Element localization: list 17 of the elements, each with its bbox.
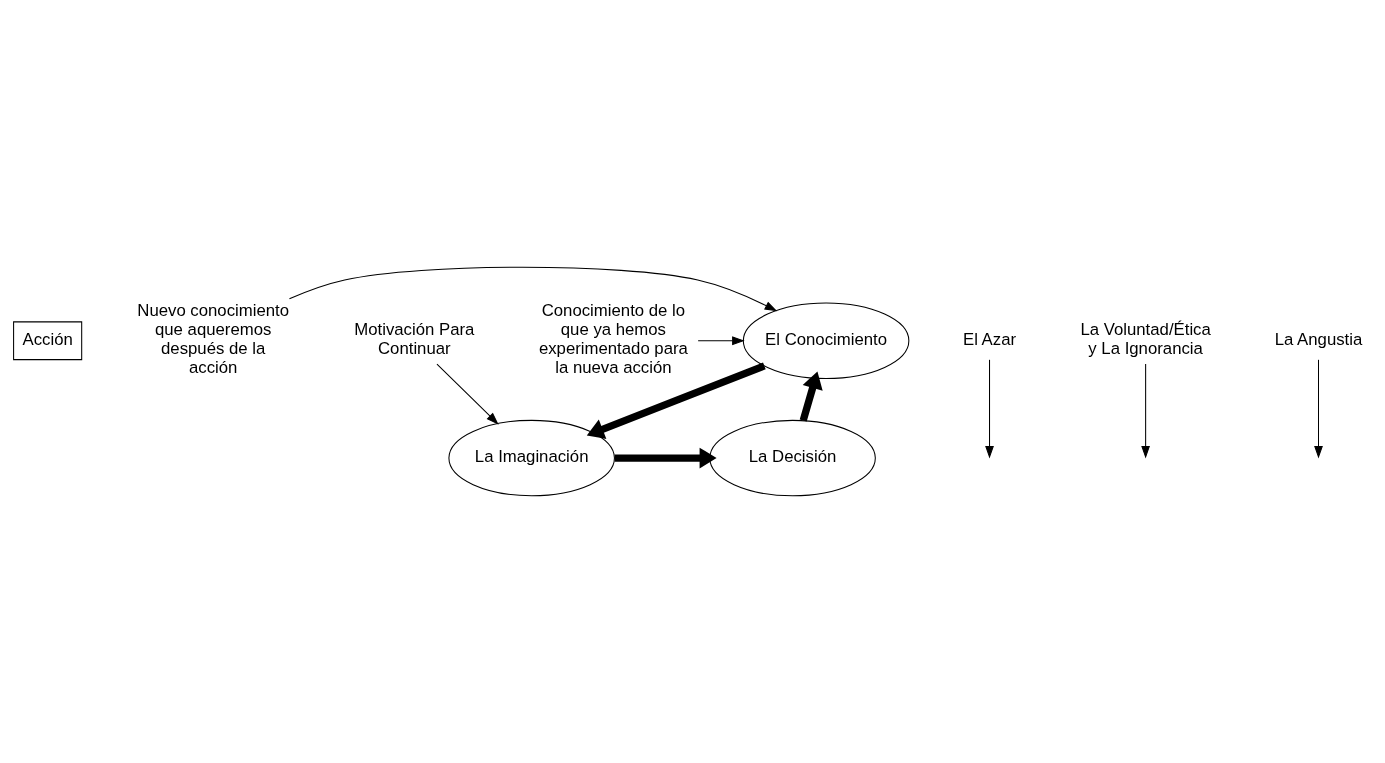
arrow	[614, 447, 717, 469]
arrow	[288, 266, 778, 312]
node-text: Conocimiento de lo que ya hemos experimentado para la nueva acción	[538, 301, 688, 378]
node-text: La Voluntad/Ética y La Ignorancia	[1080, 320, 1211, 359]
arrow	[985, 359, 994, 459]
node-text: Nuevo conocimiento que aqueremos después de la acción	[137, 301, 290, 378]
arrow	[436, 363, 499, 425]
arrow	[1314, 359, 1323, 459]
arrow	[586, 362, 766, 439]
node-text: El Azar	[962, 329, 1017, 349]
arrow	[697, 336, 745, 346]
arrow	[1141, 363, 1151, 459]
node-box: Acción	[13, 321, 83, 361]
node-text: La Angustia	[1274, 329, 1363, 349]
node-ellipse: La Decisión	[709, 419, 876, 497]
node-text: Motivación Para Continuar	[354, 320, 475, 359]
arrow	[799, 371, 823, 422]
